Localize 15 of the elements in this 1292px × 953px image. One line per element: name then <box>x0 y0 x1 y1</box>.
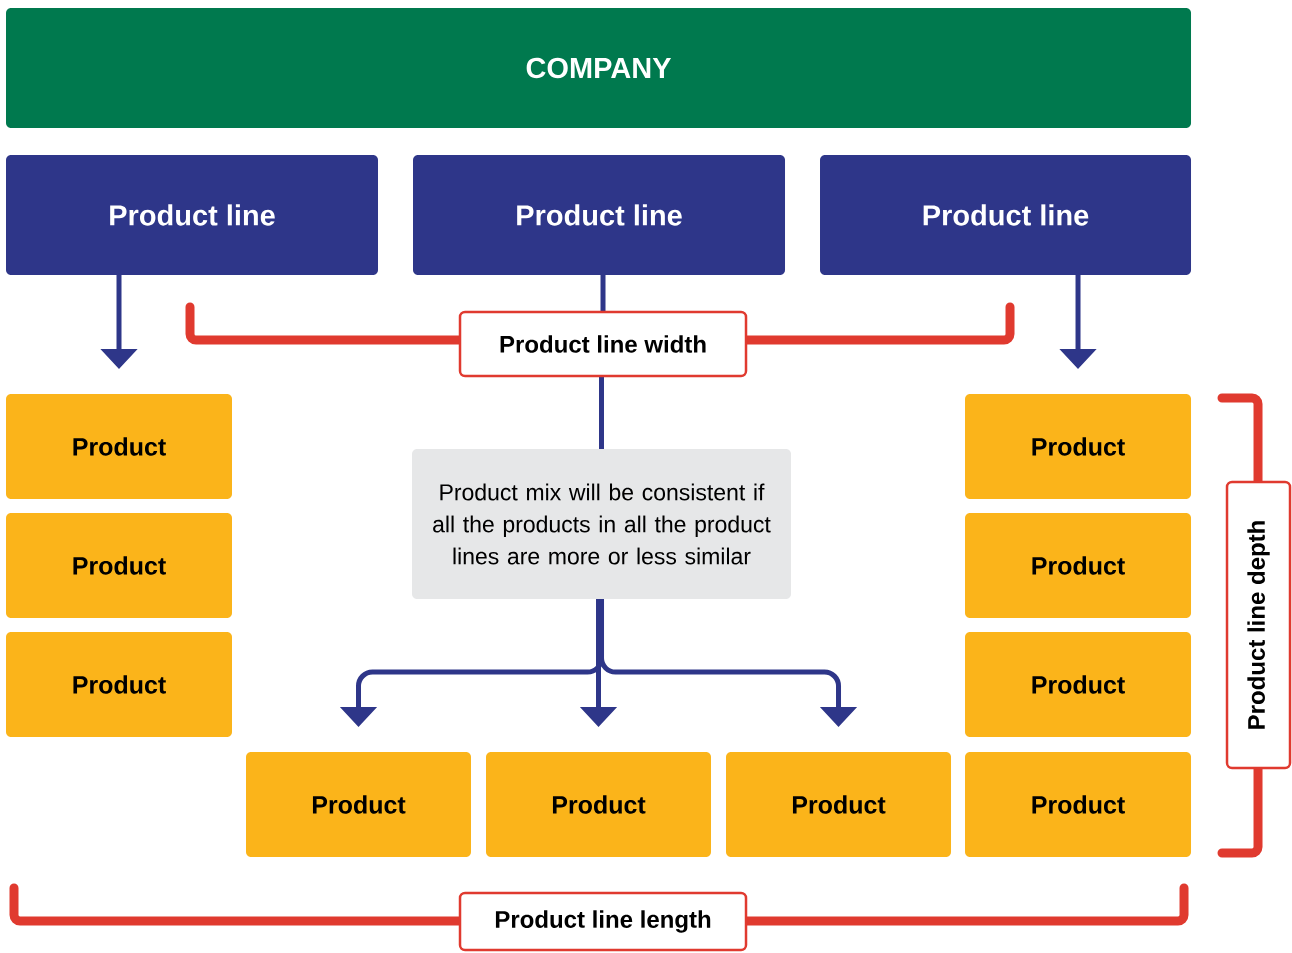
product-box: Product <box>965 513 1191 618</box>
product-box: Product <box>965 752 1191 857</box>
company-banner: COMPANY <box>6 8 1191 128</box>
bracket-label: Product line depth <box>1225 480 1292 770</box>
product-box: Product <box>965 394 1191 499</box>
bracket-label: Product line width <box>458 310 748 378</box>
product-box: Product <box>486 752 711 857</box>
bracket-label: Product line length <box>458 891 748 952</box>
product-box: Product <box>726 752 951 857</box>
product-box: Product <box>965 632 1191 737</box>
product-box: Product <box>6 394 232 499</box>
note-box: Product mix will be consistent if all the products in all the product lines are more or less similar <box>412 449 791 599</box>
product-box: Product <box>6 513 232 618</box>
product-box: Product <box>246 752 471 857</box>
product-box: Product <box>6 632 232 737</box>
